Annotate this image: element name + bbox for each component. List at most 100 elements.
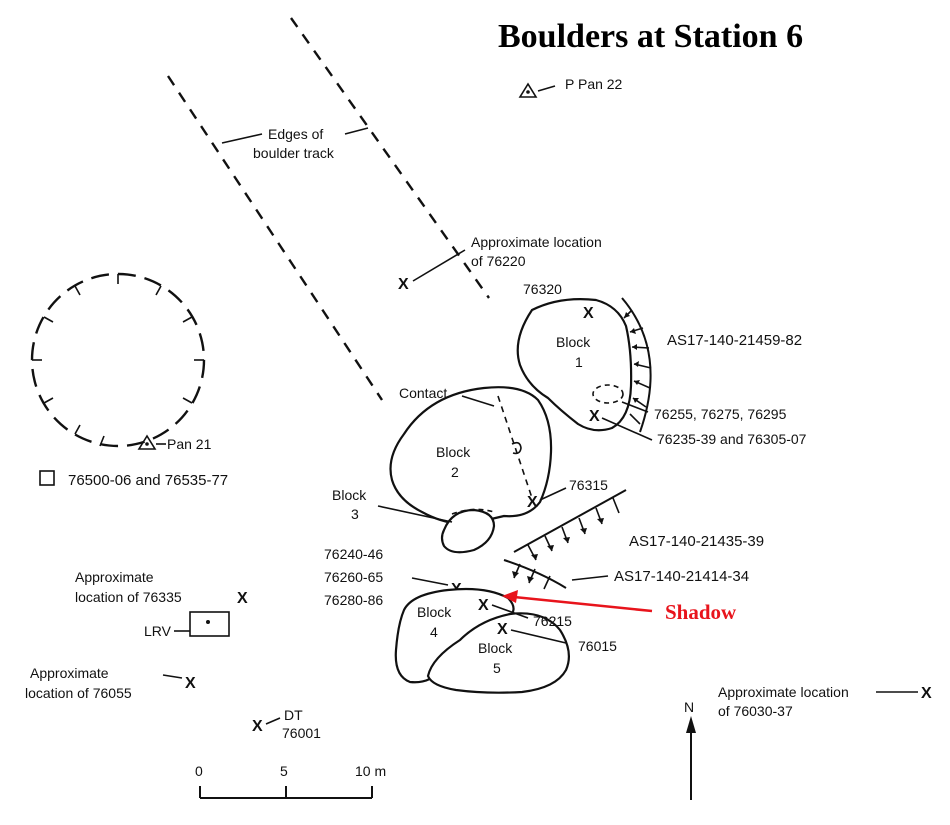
photo-arc-21414-arc <box>503 559 567 589</box>
map-title: Boulders at Station 6 <box>498 18 803 55</box>
block-2-word: Block <box>436 444 471 460</box>
arrow-icon <box>563 537 570 543</box>
arrow-icon <box>512 571 519 578</box>
block-1-num: 1 <box>575 354 583 370</box>
block-2-hook <box>511 441 522 455</box>
block-4-num: 4 <box>430 624 438 640</box>
x-mark-icon: X <box>252 718 263 735</box>
station-dot-icon <box>145 442 149 446</box>
sample-76235-leader <box>601 417 653 441</box>
block-2: Block 2 <box>389 386 553 526</box>
triangle-icon <box>137 434 157 450</box>
scale-tick-10: 10 m <box>355 763 386 779</box>
approx-76055-line2: location of 76055 <box>25 685 132 701</box>
track-edge-left <box>166 75 384 401</box>
dt-line2: 76001 <box>282 725 321 741</box>
dt-76001: X DT 76001 <box>252 707 321 741</box>
contact-label-group: Contact <box>399 385 495 407</box>
crater <box>30 272 206 448</box>
shadow-callout: Shadow <box>502 590 737 624</box>
arrow-icon <box>624 312 630 318</box>
x-mark-icon: X <box>185 675 196 692</box>
square-icon <box>39 470 55 486</box>
block-1-dashed-patch <box>592 384 624 404</box>
sample-76255-label: 76255, 76275, 76295 <box>654 406 787 422</box>
approx-76220: X Approximate location of 76220 <box>398 234 602 293</box>
lrv-label: LRV <box>144 623 172 639</box>
arrow-icon <box>531 554 538 560</box>
lrv-marker: LRV <box>144 611 230 639</box>
p-pan-22-label: P Pan 22 <box>565 76 623 92</box>
x-mark-icon: X <box>583 305 594 322</box>
photo-arc-21435-arc <box>513 489 627 553</box>
x-mark-icon: X <box>237 590 248 607</box>
sample-76215-label: 76215 <box>533 613 572 629</box>
station-dot-icon <box>526 90 530 94</box>
dt-leader <box>265 717 281 725</box>
sample-76260-leader <box>411 577 449 586</box>
x-mark-icon: X <box>497 621 508 638</box>
sample-76320: 76320 X <box>523 281 594 322</box>
scale-tick-5: 5 <box>280 763 288 779</box>
sample-76280-label: 76280-86 <box>324 592 383 608</box>
approx-76220-leader <box>412 249 466 282</box>
arrow-icon <box>527 576 534 583</box>
block-1: Block 1 <box>516 298 633 432</box>
photo-arc-21414: AS17-140-21414-34 <box>503 559 749 590</box>
x-mark-icon: X <box>589 408 600 425</box>
p-pan-22-leader <box>537 85 556 92</box>
arrow-icon <box>633 398 639 403</box>
sample-76015: X 76015 <box>497 621 617 654</box>
sample-76255-leader <box>621 401 649 413</box>
crater-rim <box>30 272 206 448</box>
crater-hachures <box>32 274 204 447</box>
sample-76015-label: 76015 <box>578 638 617 654</box>
photo-21435-label: AS17-140-21435-39 <box>629 533 764 550</box>
track-leader-left <box>221 133 263 144</box>
approx-76055: Approximate location of 76055 X <box>25 665 196 701</box>
approx-76030-line1: Approximate location <box>718 684 849 700</box>
block-2-num: 2 <box>451 464 459 480</box>
scale-tick-0: 0 <box>195 763 203 779</box>
shadow-arrow-shaft <box>513 595 653 613</box>
sample-76315-label: 76315 <box>569 477 608 493</box>
block-1-word: Block <box>556 334 591 350</box>
block-4-word: Block <box>417 604 452 620</box>
photo-arc-21435-ticks <box>527 497 620 561</box>
block-2-outline <box>389 386 553 526</box>
sample-76215-leader <box>491 604 529 619</box>
x-mark-icon: X <box>527 494 538 511</box>
block-3-dashed-edge <box>451 508 495 515</box>
boulder-track-edges: Edges of boulder track <box>166 17 490 401</box>
north-label: N <box>684 699 694 715</box>
photo-arc-21459: AS17-140-21459-82 <box>621 297 802 433</box>
x-mark-icon: X <box>478 597 489 614</box>
x-mark-icon: X <box>398 276 409 293</box>
triangle-icon <box>518 82 538 98</box>
photo-21459-label: AS17-140-21459-82 <box>667 332 802 349</box>
photo-arc-21435: AS17-140-21435-39 <box>513 489 764 561</box>
approx-76335: Approximate location of 76335 X <box>75 569 248 607</box>
approx-76220-line1: Approximate location <box>471 234 602 250</box>
block-2-contact-line <box>497 395 535 505</box>
block-5-word: Block <box>478 640 513 656</box>
block-5-num: 5 <box>493 660 501 676</box>
approx-76030: Approximate location X of 76030-37 <box>718 684 932 719</box>
north-arrow-head-icon <box>686 716 696 733</box>
arrow-icon <box>634 361 639 367</box>
p-pan-22-marker: P Pan 22 <box>518 76 623 98</box>
arrow-icon <box>630 328 636 334</box>
arrow-icon <box>580 528 587 534</box>
north-arrow: N <box>684 699 696 800</box>
shadow-label: Shadow <box>665 600 737 624</box>
pan-21-marker: Pan 21 <box>137 434 212 452</box>
sample-76240-label: 76240-46 <box>324 546 383 562</box>
approx-76055-line1: Approximate <box>30 665 109 681</box>
sample-76015-leader <box>510 629 567 644</box>
photo-21414-leader <box>571 575 609 581</box>
arrow-icon <box>634 380 640 385</box>
block-3-word: Block <box>332 487 367 503</box>
contact-label: Contact <box>399 385 447 401</box>
scale-bar: 0 5 10 m <box>195 763 386 799</box>
